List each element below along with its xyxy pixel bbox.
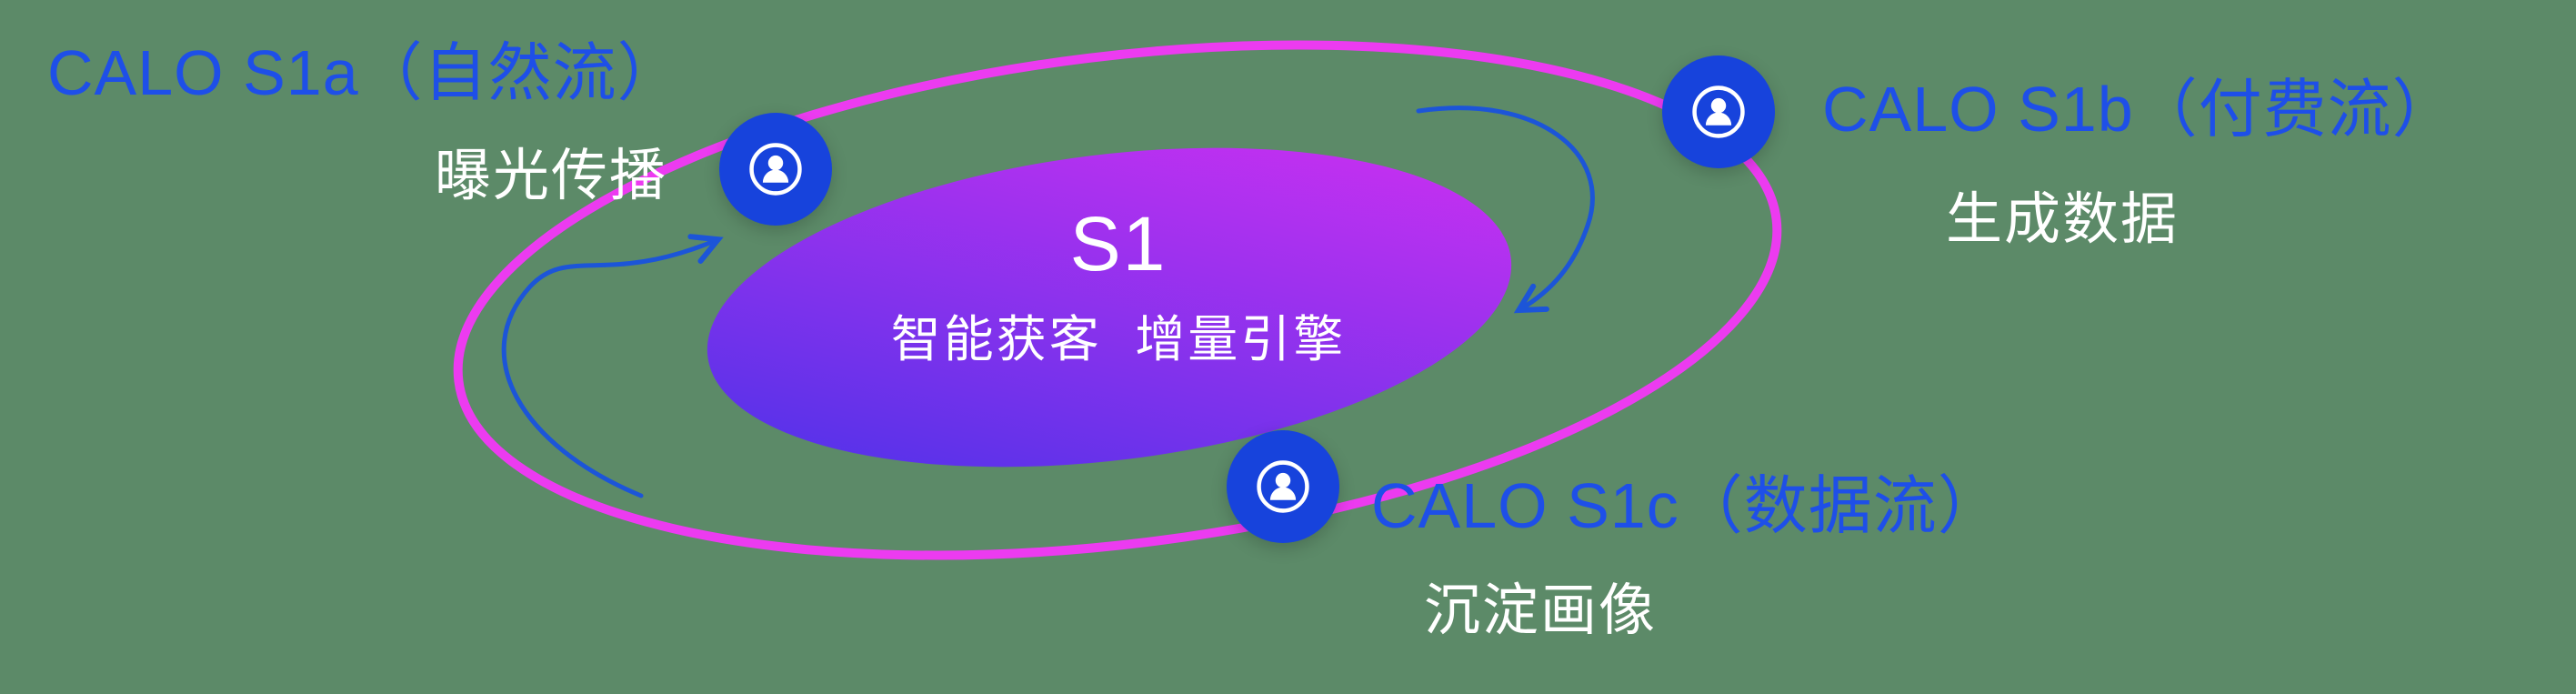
label-s1c-subtitle: 沉淀画像 bbox=[1424, 579, 1658, 642]
orbit-ring bbox=[453, 40, 1782, 560]
user-circle-icon bbox=[1257, 460, 1309, 513]
label-s1b-title: CALO S1b（付费流） bbox=[1822, 74, 2457, 145]
label-s1a-subtitle: 曝光传播 bbox=[435, 145, 668, 207]
center-ellipse bbox=[707, 147, 1512, 468]
flow-arrow-right bbox=[1416, 106, 1595, 314]
node-s1b bbox=[1662, 55, 1775, 168]
label-s1c-title: CALO S1c（数据流） bbox=[1371, 470, 2002, 541]
node-s1c bbox=[1227, 430, 1339, 543]
center-label: S1 智能获客 增量引擎 bbox=[837, 206, 1400, 371]
label-s1b-subtitle: 生成数据 bbox=[1946, 188, 2180, 251]
label-s1a-title: CALO S1a（自然流） bbox=[47, 37, 682, 108]
center-subtitle: 智能获客 增量引擎 bbox=[890, 311, 1347, 367]
user-circle-icon bbox=[749, 143, 802, 196]
flow-arrow-left bbox=[501, 234, 724, 498]
user-circle-icon bbox=[1692, 85, 1745, 138]
center-title: S1 bbox=[1069, 201, 1168, 287]
node-s1a bbox=[719, 113, 832, 226]
